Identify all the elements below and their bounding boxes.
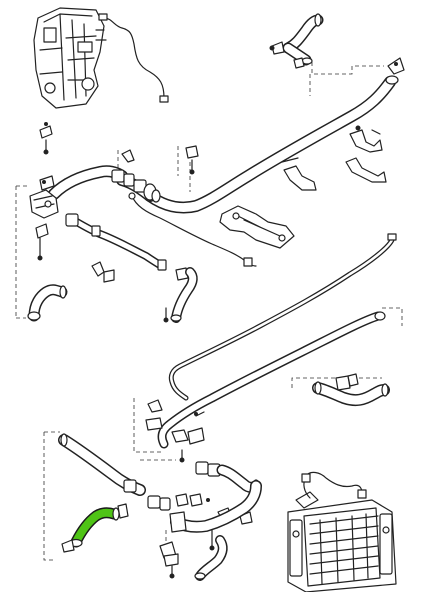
leader-line [117, 146, 191, 192]
bottom-main-hose [58, 433, 171, 511]
engine-wiring-harness [98, 13, 169, 103]
engine-block [33, 7, 107, 109]
thermostat-housing-cluster [29, 165, 161, 261]
outlet-hose [312, 373, 390, 407]
hose-clip [387, 57, 405, 75]
radiator-s-hose [170, 267, 198, 323]
radiator-bleed-pipe [301, 471, 367, 499]
leader-line [43, 431, 60, 561]
sensor-wiring [128, 192, 257, 267]
upper-elbow-hose [269, 13, 324, 69]
bottom-bracket-group [159, 530, 179, 579]
highlighted-lower-radiator-hose [61, 503, 129, 553]
coolant-bypass-tube [65, 213, 167, 271]
pipe-clip-group [281, 125, 387, 191]
radiator-assembly [287, 491, 397, 592]
small-clip-group [91, 261, 189, 323]
lower-connector-hoses [195, 461, 262, 493]
long-coolant-tube [168, 233, 397, 401]
expansion-tank-hose [194, 535, 228, 581]
lower-coolant-pipe [157, 311, 386, 449]
left-elbow-hose [27, 284, 68, 322]
leader-line [133, 398, 176, 461]
radiator-lower-hose [169, 480, 262, 533]
junction-clip-group [145, 399, 205, 463]
leader-line [15, 185, 30, 319]
mounting-bracket [219, 205, 295, 249]
clip-and-bolt-group [39, 122, 199, 175]
leader-line [311, 62, 384, 75]
